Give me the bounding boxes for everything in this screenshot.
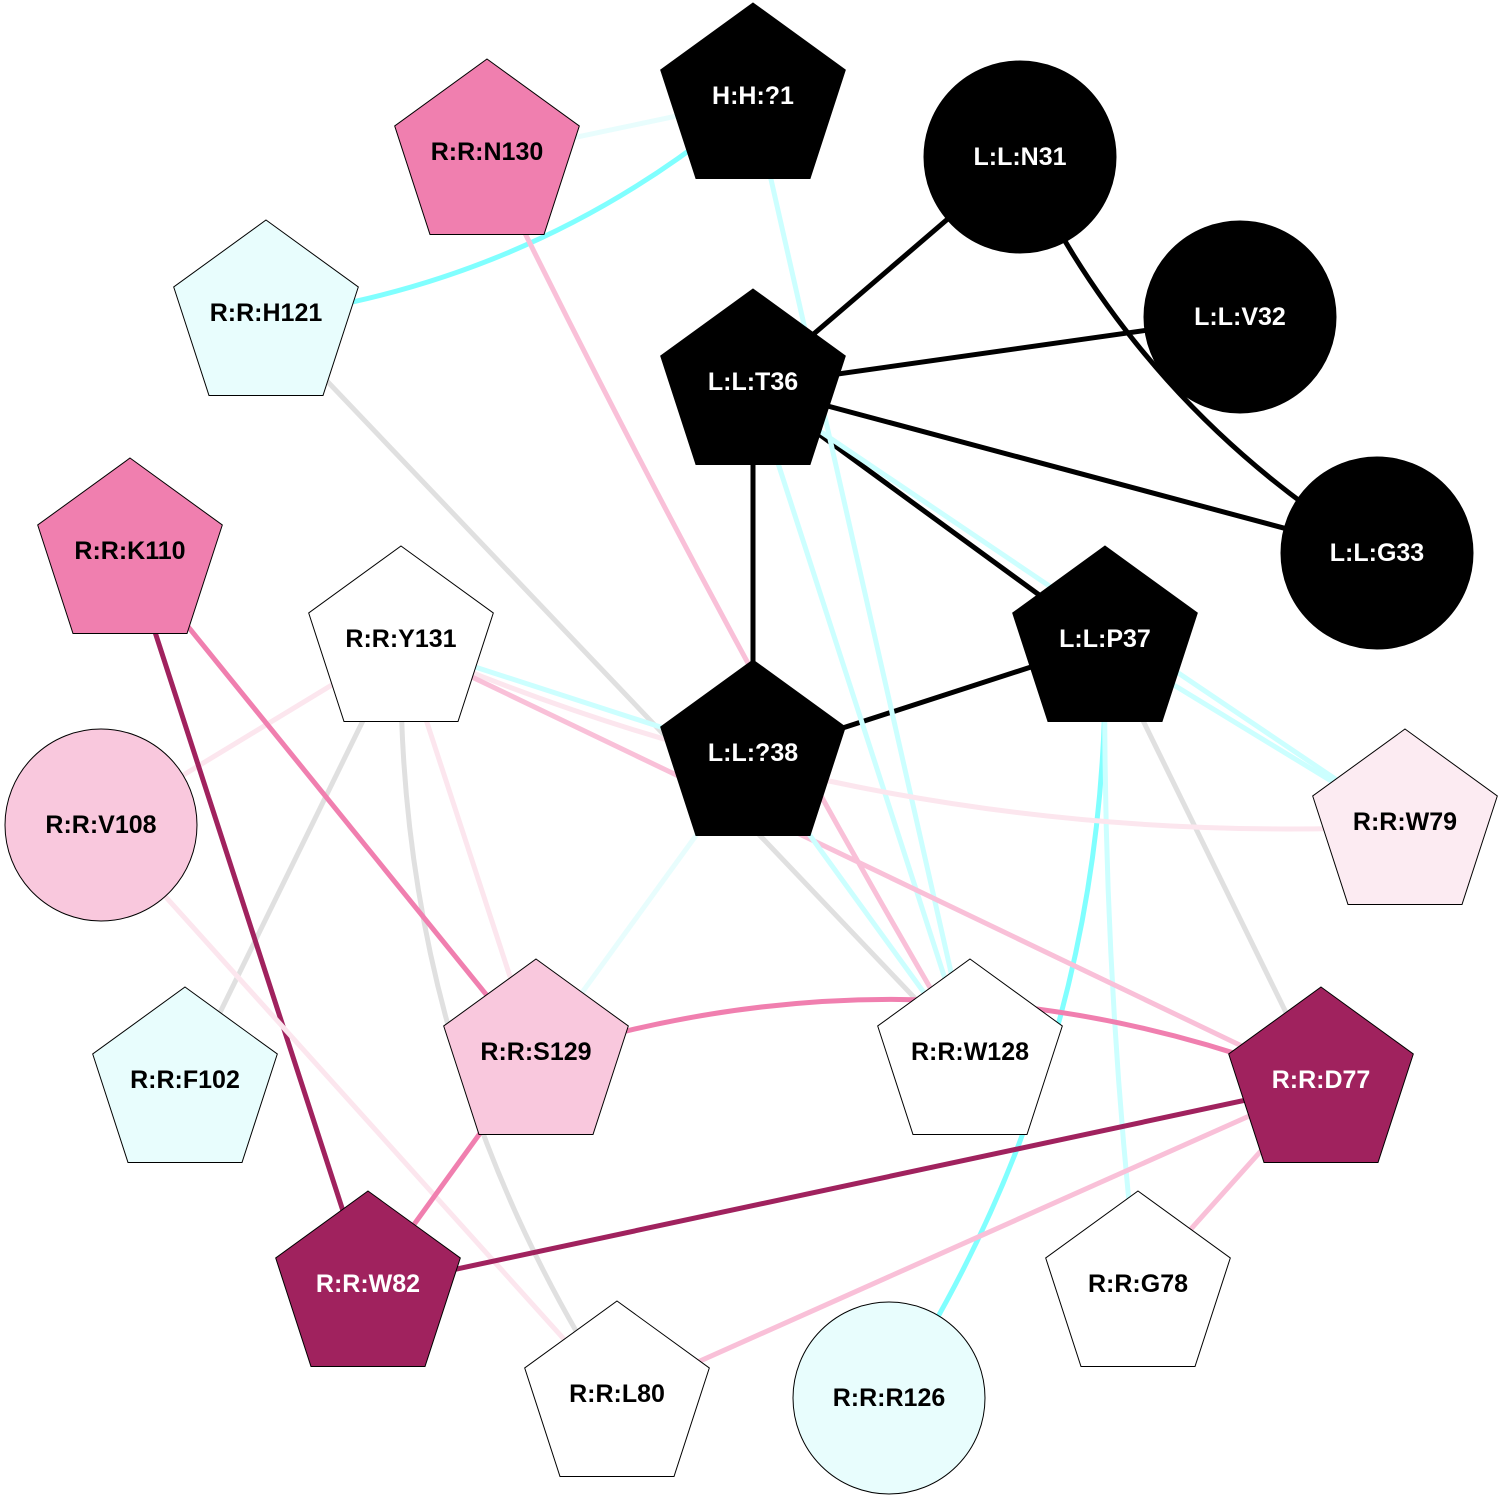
node-label: L:L:N31 [973, 143, 1066, 171]
edge-l-l-t36-l-l-g33 [752, 383, 1378, 556]
node-label: R:R:F102 [130, 1066, 240, 1094]
node-r-r-w79[interactable]: R:R:W79 [1312, 728, 1498, 905]
node-r-r-y131[interactable]: R:R:Y131 [308, 545, 494, 722]
pentagon-shape [660, 288, 846, 465]
node-label: H:H:?1 [712, 82, 794, 110]
pentagon-shape [275, 1190, 461, 1367]
pentagon-shape [1312, 728, 1498, 905]
edge-r-r-y131-r-r-d77 [399, 640, 1323, 1087]
pentagon-shape [660, 659, 846, 836]
pentagon-shape [308, 545, 494, 722]
node-label: R:R:H121 [210, 299, 323, 327]
node-l-l-t36[interactable]: L:L:T36 [660, 288, 846, 465]
circle-shape [923, 60, 1117, 254]
node-r-r-k110[interactable]: R:R:K110 [37, 457, 223, 634]
edge-l-l-t36-r-r-w128 [750, 385, 973, 1057]
pentagon-shape [394, 58, 580, 235]
edge-r-r-d77-r-r-l80 [615, 1081, 1323, 1401]
pentagon-shape [1045, 1190, 1231, 1367]
node-label: L:L:?38 [708, 739, 798, 767]
node-label: L:L:V32 [1194, 303, 1286, 331]
node-l-l-g33[interactable]: L:L:G33 [1280, 456, 1474, 650]
node-label: R:R:R126 [833, 1384, 946, 1412]
node-r-r-v108[interactable]: R:R:V108 [4, 728, 198, 922]
node-r-r-s129[interactable]: R:R:S129 [443, 958, 629, 1135]
node-label: R:R:W82 [316, 1270, 420, 1298]
node-r-r-h121[interactable]: R:R:H121 [173, 219, 359, 396]
node-r-r-n130[interactable]: R:R:N130 [394, 58, 580, 235]
pentagon-shape [92, 986, 278, 1163]
node-r-r-f102[interactable]: R:R:F102 [92, 986, 278, 1163]
node-l-l-v32[interactable]: L:L:V32 [1143, 220, 1337, 414]
node-label: R:R:W128 [911, 1038, 1029, 1066]
circle-shape [1280, 456, 1474, 650]
pentagon-shape [443, 958, 629, 1135]
edge-r-r-k110-r-r-w82 [127, 554, 371, 1289]
node-label: L:L:G33 [1330, 539, 1424, 567]
node-l-l-38[interactable]: L:L:?38 [660, 659, 846, 836]
node-label: L:L:T36 [708, 368, 798, 396]
node-label: R:R:V108 [45, 811, 156, 839]
node-r-r-r126[interactable]: R:R:R126 [792, 1301, 986, 1495]
pentagon-shape [524, 1300, 710, 1477]
pentagon-shape [173, 219, 359, 396]
circle-shape [792, 1301, 986, 1495]
edge-l-l-p37-r-r-g78 [1102, 642, 1141, 1289]
node-r-r-g78[interactable]: R:R:G78 [1045, 1190, 1231, 1367]
edge-h-h-1-r-r-w128 [750, 99, 973, 1057]
node-r-r-w128[interactable]: R:R:W128 [877, 958, 1063, 1135]
node-l-l-p37[interactable]: L:L:P37 [1012, 545, 1198, 722]
pentagon-shape [1228, 986, 1414, 1163]
node-label: R:R:L80 [569, 1380, 665, 1408]
circle-shape [4, 728, 198, 922]
node-label: R:R:D77 [1272, 1066, 1371, 1094]
node-label: R:R:N130 [431, 138, 544, 166]
node-label: R:R:W79 [1353, 808, 1457, 836]
node-label: R:R:G78 [1088, 1270, 1188, 1298]
pentagon-shape [37, 457, 223, 634]
node-label: L:L:P37 [1059, 625, 1151, 653]
node-h-h-1[interactable]: H:H:?1 [660, 2, 846, 179]
edge-r-r-d77-r-r-w82 [367, 1081, 1322, 1291]
edge-r-r-v108-r-r-l80 [99, 823, 619, 1400]
node-label: R:R:Y131 [345, 625, 456, 653]
pentagon-shape [1012, 545, 1198, 722]
pentagon-shape [660, 2, 846, 179]
edge-r-r-y131-r-r-w79 [400, 640, 1406, 832]
node-r-r-l80[interactable]: R:R:L80 [524, 1300, 710, 1477]
node-l-l-n31[interactable]: L:L:N31 [923, 60, 1117, 254]
node-label: R:R:K110 [74, 537, 185, 565]
circle-shape [1143, 220, 1337, 414]
node-r-r-w82[interactable]: R:R:W82 [275, 1190, 461, 1367]
edge-r-r-n130-r-r-w128 [484, 154, 973, 1058]
edge-r-r-h121-r-r-w128 [264, 315, 972, 1058]
node-label: R:R:S129 [480, 1038, 591, 1066]
node-r-r-d77[interactable]: R:R:D77 [1228, 986, 1414, 1163]
pentagon-shape [877, 958, 1063, 1135]
